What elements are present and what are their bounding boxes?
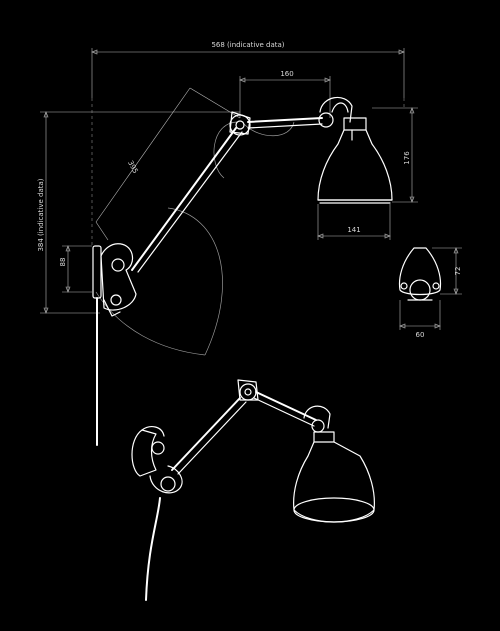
perspective-lower-arm	[171, 397, 241, 471]
lower-arm	[131, 127, 237, 271]
overall-width-label: 568 (indicative data)	[211, 41, 284, 49]
shade-height-label: 176	[403, 151, 411, 165]
perspective-lamp-shade	[293, 441, 375, 523]
shade-height-dimension: 176	[372, 107, 418, 203]
perspective-upper-arm	[255, 391, 317, 421]
bracket-height-label: 72	[454, 267, 462, 276]
overall-height-label: 384 (indicative data)	[37, 178, 45, 251]
lamp-shade	[317, 129, 393, 201]
swing-arcs	[95, 121, 295, 356]
upper-arm-dimension: 160	[239, 70, 331, 118]
perspective-power-cord	[145, 497, 161, 601]
upper-arm	[247, 117, 323, 123]
mount-height-dimension: 88	[59, 245, 92, 293]
overall-height-dimension: 384 (indicative data)	[37, 111, 240, 314]
bracket-detail: 72 60	[398, 247, 462, 339]
mount-height-label: 88	[59, 258, 67, 267]
construction-lines	[91, 98, 405, 246]
lower-arm-label: 395	[126, 159, 139, 175]
upper-arm-label: 160	[280, 70, 293, 78]
shade-diameter-dimension: 141	[317, 204, 391, 240]
shade-diameter-label: 141	[347, 226, 360, 234]
side-view-lamp	[92, 96, 393, 446]
bracket-width-label: 60	[416, 331, 425, 339]
overall-width-dimension: 568 (indicative data)	[91, 41, 405, 98]
perspective-view-lamp	[131, 379, 375, 601]
